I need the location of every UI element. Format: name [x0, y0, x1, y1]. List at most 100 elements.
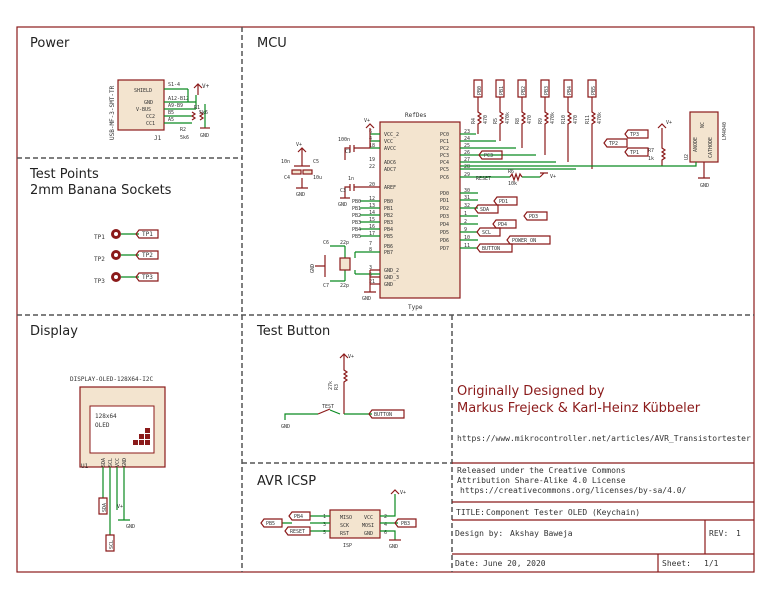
icsp-pin-rst: RST	[340, 531, 349, 537]
mcu-right-num-6: 29	[464, 172, 470, 178]
mcu-flag-10	[476, 243, 513, 253]
mcu-top-res-val-0: 470	[483, 115, 489, 124]
license-line-2: Attribution Share-Alike 4.0 License	[457, 476, 626, 485]
mcu-flag-label-0: TP3	[630, 132, 639, 138]
mcu-right-num-2: 25	[464, 143, 470, 149]
display-screen	[89, 405, 155, 454]
mcu-right-num-13: 10	[464, 235, 470, 241]
mcu-right-pin-12: PD5	[440, 230, 449, 236]
mcu-right-num-11: 2	[464, 219, 467, 225]
display-sda-net: SDA	[102, 503, 108, 512]
mcu-left-num-16: 21	[369, 279, 375, 285]
tb-date-label: Date:	[455, 559, 479, 568]
mcu-lm4040-gnd	[698, 162, 710, 179]
mcu-top-flag-5	[587, 79, 597, 98]
mcu-c1-val: 100n	[338, 137, 350, 143]
mcu-left-num-8: 14	[369, 210, 375, 216]
button-switch-label: TEST	[322, 404, 334, 410]
mcu-block: RefDes Type VCC_26VCC4AVCC18ADC619ADC722…	[281, 79, 728, 311]
usb-connector-body	[117, 79, 165, 131]
sheet-frame	[16, 26, 755, 573]
mcu-c6-val: 22p	[340, 240, 349, 246]
mcu-right-pin-7: PD0	[440, 191, 449, 197]
license-line-1: Released under the Creative Commons	[457, 466, 626, 475]
mcu-vplus-4: V+	[550, 174, 556, 180]
button-switch	[317, 408, 331, 415]
display-pin-vcc: VCC	[115, 458, 121, 467]
icsp-net-pb3: PB3	[401, 521, 410, 527]
mcu-top-res-ref-1: R5	[493, 118, 499, 124]
mcu-c6-ref: C6	[323, 240, 329, 246]
mcu-top-flag-2	[517, 79, 527, 98]
usb-r2-ref: R2	[180, 127, 186, 133]
button-r3-symbol	[339, 353, 349, 414]
icsp-block: MISO SCK RST VCC MOSI GND 1 3 5 2 4 6 IS…	[260, 489, 417, 550]
usb-pin-cc1: CC1	[146, 121, 155, 127]
mcu-c5-val: 10u	[313, 175, 322, 181]
usb-ref: J1	[154, 135, 162, 142]
mcu-r6-vplus	[539, 172, 548, 178]
icsp-num-2: 2	[384, 514, 387, 520]
mcu-u2-ref: U2	[684, 154, 690, 160]
icsp-gnd: GND	[389, 544, 398, 550]
icsp-net-pb5: PB5	[266, 521, 275, 527]
mcu-flag-8	[476, 227, 501, 237]
mcu-gnd-pins	[364, 269, 380, 293]
mcu-left-num-13: 8	[369, 247, 372, 253]
mcu-left-num-7: 13	[369, 203, 375, 209]
usb-r1-val: 5k6	[199, 110, 208, 116]
mcu-right-pin-2: PC2	[440, 146, 449, 152]
mcu-left-pin-11: PB5	[384, 234, 393, 240]
tb-design-label: Design by:	[455, 529, 503, 538]
mcu-gnd-2: GND	[338, 202, 347, 208]
mcu-c7-val: 22p	[340, 283, 349, 289]
mcu-lm4040-nc: NC	[700, 122, 706, 128]
icsp-flag-pb4	[288, 511, 311, 521]
mcu-left-num-4: 22	[369, 164, 375, 170]
mcu-flag-7	[492, 219, 517, 229]
mcu-left-pin-6: PB0	[384, 199, 393, 205]
usb-vplus-label: V+	[202, 83, 210, 90]
mcu-top-res-ref-2: R8	[515, 118, 521, 124]
mcu-flag-5	[474, 204, 499, 214]
button-net-flag	[368, 409, 405, 419]
mcu-xtal-pins	[354, 251, 380, 275]
mcu-vcc-wires	[370, 133, 380, 149]
section-title-display: Display	[30, 324, 78, 339]
mcu-vplus-3: V+	[666, 120, 672, 126]
mcu-left-pin-14: GND_2	[384, 268, 399, 274]
mcu-r7-symbol	[657, 123, 667, 166]
mcu-flag-label-5: SDA	[480, 207, 489, 213]
mcu-left-pin-16: GND	[384, 282, 393, 288]
usb-pin-shield: SHIELD	[134, 88, 152, 94]
usb-wires-2	[187, 89, 206, 128]
usb-gnd-label: GND	[200, 133, 209, 139]
tp1-socket-hole	[114, 232, 118, 236]
mcu-flag-4	[493, 196, 518, 206]
mcu-left-pin-4: ADC7	[384, 167, 396, 173]
mcu-right-pin-10: PD3	[440, 214, 449, 220]
mcu-top-net-5: PB5	[591, 86, 597, 95]
mcu-right-pin-14: PD7	[440, 246, 449, 252]
mcu-right-pin-13: PD6	[440, 238, 449, 244]
mcu-refdes: RefDes	[405, 112, 427, 119]
mcu-top-res-4	[566, 97, 573, 162]
icsp-pin-sck: SCK	[340, 523, 349, 529]
mcu-flag-label-10: BUTTON	[482, 246, 500, 252]
tp1-net-label: TP1	[142, 231, 153, 238]
mcu-left-net-2: PB2	[352, 213, 361, 219]
mcu-right-num-9: 32	[464, 203, 470, 209]
credit-url: https://www.mikrocontroller.net/articles…	[457, 434, 751, 443]
mcu-reset-label: RESET	[476, 176, 491, 182]
button-r3-val: 27k	[328, 381, 334, 390]
icsp-num-6: 6	[384, 530, 387, 536]
mcu-c4-ref: C4	[284, 175, 290, 181]
mcu-crystal-gnd	[315, 255, 326, 277]
icsp-net-reset: RESET	[290, 529, 305, 535]
display-ref: U1	[81, 463, 89, 470]
mcu-top-res-ref-4: R10	[561, 115, 567, 124]
tp2-socket-hole	[114, 253, 118, 257]
tb-rev-label: REV:	[709, 529, 728, 538]
mcu-ref-wire	[460, 162, 697, 167]
